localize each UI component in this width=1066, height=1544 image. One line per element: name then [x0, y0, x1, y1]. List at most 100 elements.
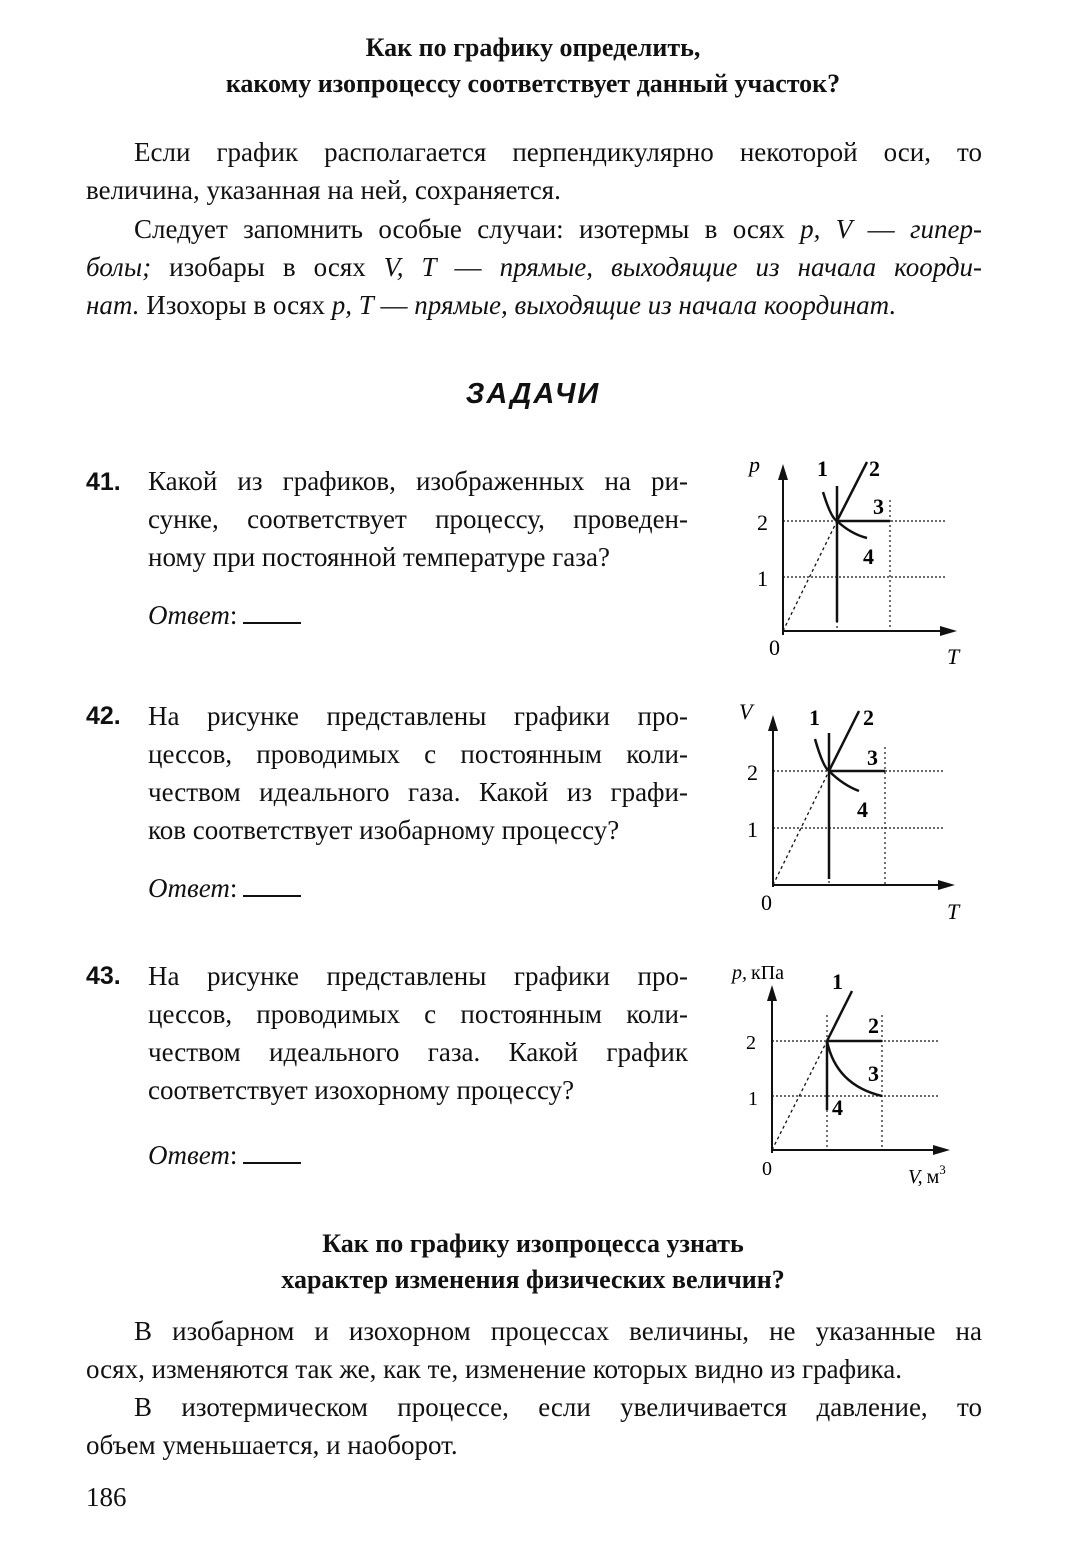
intro-text: изобары в осях — [151, 252, 384, 282]
intro-p1-line-2: величина, указанная на ней, сохраняется. — [86, 175, 561, 205]
section-title-line-2: какому изопроцессу соответствует данный … — [225, 69, 841, 98]
section-2-title-line-1: Как по графику изопроцесса узнать — [322, 1229, 744, 1258]
origin-label: 0 — [769, 635, 780, 660]
answer-blank — [243, 875, 302, 897]
emphasis-text: прямые, выходящие из начала коорди- — [499, 252, 982, 282]
curve-4 — [813, 738, 860, 793]
line-2-extension — [782, 520, 838, 632]
intro-text: Следует запомнить особые случаи: изотерм… — [134, 214, 801, 244]
curve-label-4: 4 — [832, 1095, 843, 1120]
task-43-line-4: соответствует изохорному процессу? — [148, 1075, 575, 1105]
task-43-text: На рисунке представлены графики про- цес… — [148, 957, 688, 1109]
x-axis-label: V,м3 — [908, 1162, 946, 1188]
curve-label-3: 3 — [873, 494, 884, 519]
curve-label-1: 1 — [832, 969, 843, 994]
line-1 — [825, 990, 854, 1042]
curve-label-3: 3 — [868, 1061, 879, 1086]
curve-3 — [825, 1040, 883, 1098]
intro-p2-line-1: Следует запомнить особые случаи: изотерм… — [86, 210, 982, 248]
task-41-line-1: Какой из графиков, изображенных на ри- — [148, 466, 688, 496]
x-axis-arrow — [933, 1145, 950, 1155]
y-axis-arrow — [778, 464, 788, 480]
answer-colon: : — [229, 600, 238, 630]
task-42-answer: Ответ: — [148, 873, 302, 904]
task-41-line-3: ному при постоянной температуре газа? — [148, 542, 610, 572]
task-43-line-3: чеством идеального газа. Какой график — [148, 1037, 688, 1067]
emphasis-text: гипер- — [910, 214, 983, 244]
section-2-p2-line-2: объем уменьшается, и наоборот. — [86, 1430, 458, 1460]
tick-label-2: 2 — [747, 760, 758, 785]
dash: — — [852, 214, 910, 244]
tick-label-2: 2 — [757, 510, 768, 535]
answer-blank — [243, 602, 302, 624]
curve-label-2: 2 — [869, 456, 880, 481]
intro-paragraph-2: Следует запомнить особые случаи: изотерм… — [86, 210, 982, 324]
section-2-title-line-2: характер изменения физических величин? — [281, 1265, 785, 1294]
section-2-paragraph-2: В изотермическом процессе, если увеличив… — [86, 1388, 982, 1464]
answer-label: Ответ — [148, 600, 230, 630]
dash: — — [436, 252, 500, 282]
curve-label-3: 3 — [867, 745, 878, 770]
x-axis-arrow — [940, 626, 957, 636]
y-axis-label: p,кПа — [730, 962, 784, 984]
task-42-line-1: На рисунке представлены графики про- — [148, 701, 688, 731]
x-axis-exponent: 3 — [939, 1162, 946, 1177]
axes-label: p, V — [800, 214, 853, 244]
emphasis-text: нат. — [86, 290, 140, 320]
curve-label-4: 4 — [857, 797, 868, 822]
emphasis-text: болы; — [86, 252, 152, 282]
task-42-graph: V T 0 1 2 1 2 3 4 — [739, 699, 961, 924]
x-axis-arrow — [938, 880, 955, 890]
section-2-p1-line-1: В изобарном и изохорном процессах величи… — [134, 1316, 982, 1346]
origin-label: 0 — [762, 1158, 772, 1180]
y-axis-var: p, — [730, 962, 747, 984]
curve-label-1: 1 — [809, 705, 820, 730]
intro-p2-line-3: нат. Изохоры в осях p, T — прямые, выход… — [86, 286, 982, 324]
section-2-p2-line-1: В изотермическом процессе, если увеличив… — [134, 1392, 982, 1422]
intro-text: Изохоры в осях — [139, 290, 332, 320]
line-2 — [835, 461, 869, 522]
emphasis-text: прямые, выходящие из начала координат. — [414, 290, 897, 320]
task-42-line-3: чеством идеального газа. Какой из графи- — [148, 777, 688, 807]
task-43-answer: Ответ: — [148, 1140, 302, 1171]
answer-blank — [243, 1142, 302, 1164]
axes-label: V, T — [383, 252, 437, 282]
x-axis-label: T — [947, 644, 961, 669]
tick-label-1: 1 — [757, 566, 768, 591]
answer-label: Ответ — [148, 873, 230, 903]
task-42-line-2: цессов, проводимых с постоянным коли- — [148, 739, 688, 769]
answer-label: Ответ — [148, 1140, 230, 1170]
line-1-extension — [771, 1040, 828, 1151]
task-41-number: 41. — [86, 468, 121, 496]
task-43-line-2: цессов, проводимых с постоянным коли- — [148, 999, 688, 1029]
task-41-graph: p T 0 1 2 1 2 3 4 — [747, 452, 961, 669]
y-axis-label: p — [747, 452, 760, 477]
y-axis-arrow — [768, 715, 778, 731]
task-43-graph: p,кПа V,м3 0 1 2 1 2 3 4 — [730, 962, 950, 1188]
curve-label-1: 1 — [817, 456, 828, 481]
section-2-p1-line-2: осях, изменяются так же, как те, изменен… — [86, 1354, 902, 1384]
answer-colon: : — [229, 873, 238, 903]
y-axis-arrow — [767, 985, 777, 1001]
curve-label-2: 2 — [868, 1013, 879, 1038]
tick-label-1: 1 — [748, 1088, 758, 1110]
y-axis-label: V — [739, 699, 755, 724]
section-2-paragraph-1: В изобарном и изохорном процессах величи… — [86, 1312, 982, 1388]
x-axis-unit: м — [927, 1166, 940, 1188]
curve-label-2: 2 — [863, 705, 874, 730]
curve-4 — [821, 491, 868, 540]
intro-p2-line-2: болы; изобары в осях V, T — прямые, выхо… — [86, 248, 982, 286]
section-2-title: Как по графику изопроцесса узнать характ… — [0, 1226, 1066, 1298]
task-41-answer: Ответ: — [148, 600, 302, 631]
task-42-text: На рисунке представлены графики про- цес… — [148, 697, 688, 849]
intro-paragraph-1: Если график располагается перпендикулярн… — [86, 133, 982, 209]
task-43-line-1: На рисунке представлены графики про- — [148, 961, 688, 991]
task-42-line-4: ков соответствует изобарному процессу? — [148, 815, 620, 845]
origin-label: 0 — [761, 890, 772, 915]
x-axis-label: T — [947, 899, 961, 924]
intro-p1-line-1: Если график располагается перпендикулярн… — [134, 137, 982, 167]
y-axis-unit: кПа — [751, 962, 784, 984]
curve-label-4: 4 — [863, 544, 874, 569]
task-42-number: 42. — [86, 702, 121, 730]
axes-label: p, T — [331, 290, 374, 320]
